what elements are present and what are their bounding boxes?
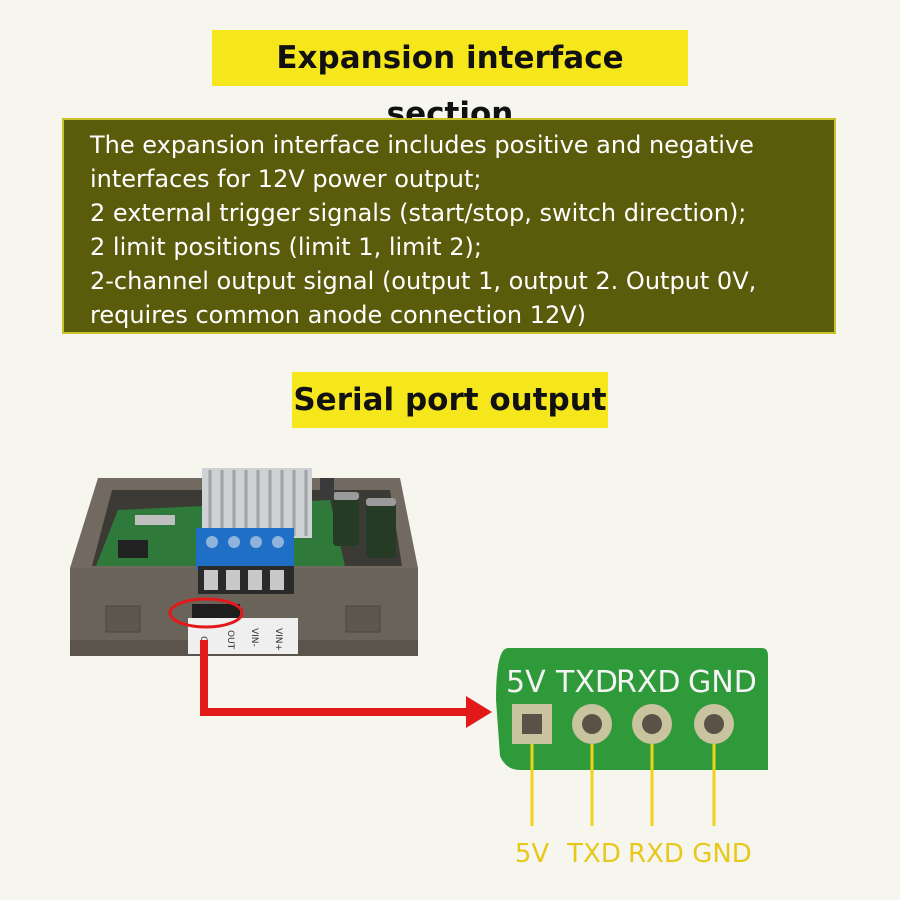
serial-port-output-title: Serial port output — [292, 372, 608, 428]
description-line: requires common anode connection 12V) — [90, 301, 587, 329]
capacitors — [320, 478, 396, 558]
pin-callout-lines — [530, 744, 716, 826]
controller-device: O OUT VIN- VIN+ — [70, 468, 418, 656]
pin-label-gnd: GND — [692, 839, 752, 869]
heatsink — [202, 468, 312, 538]
pcb-label-gnd: GND — [688, 665, 757, 700]
pin-label-rxd: RXD — [628, 839, 684, 869]
pin-labels: 5V TXD RXD GND — [515, 839, 752, 869]
silkscreen-vin-minus: VIN- — [249, 628, 259, 647]
expansion-interface-title: Expansion interface section — [212, 30, 688, 132]
description-line: 2-channel output signal (output 1, outpu… — [90, 267, 757, 295]
highlight-circle — [168, 597, 244, 629]
arrow-icon — [200, 640, 492, 728]
pcb-label-txd: TXD — [555, 665, 618, 700]
terminal-block — [196, 528, 294, 594]
description-line: 2 external trigger signals (start/stop, … — [90, 199, 747, 227]
pcb-label-rxd: RXD — [616, 665, 681, 700]
description-line: 2 limit positions (limit 1, limit 2); — [90, 233, 482, 261]
silkscreen-vin-plus: VIN+ — [273, 628, 283, 651]
description-line: interfaces for 12V power output; — [90, 165, 482, 193]
pin-label-txd: TXD — [566, 839, 621, 869]
silkscreen-out: OUT — [225, 630, 235, 650]
serial-header-pcb: 5V TXD RXD GND — [496, 648, 768, 770]
expansion-description-box: The expansion interface includes positiv… — [62, 118, 836, 334]
pin-label-5v: 5V — [515, 839, 550, 869]
silkscreen-o: O — [198, 636, 208, 643]
description-line: The expansion interface includes positiv… — [90, 131, 754, 159]
pcb-label-5v: 5V — [506, 665, 546, 700]
